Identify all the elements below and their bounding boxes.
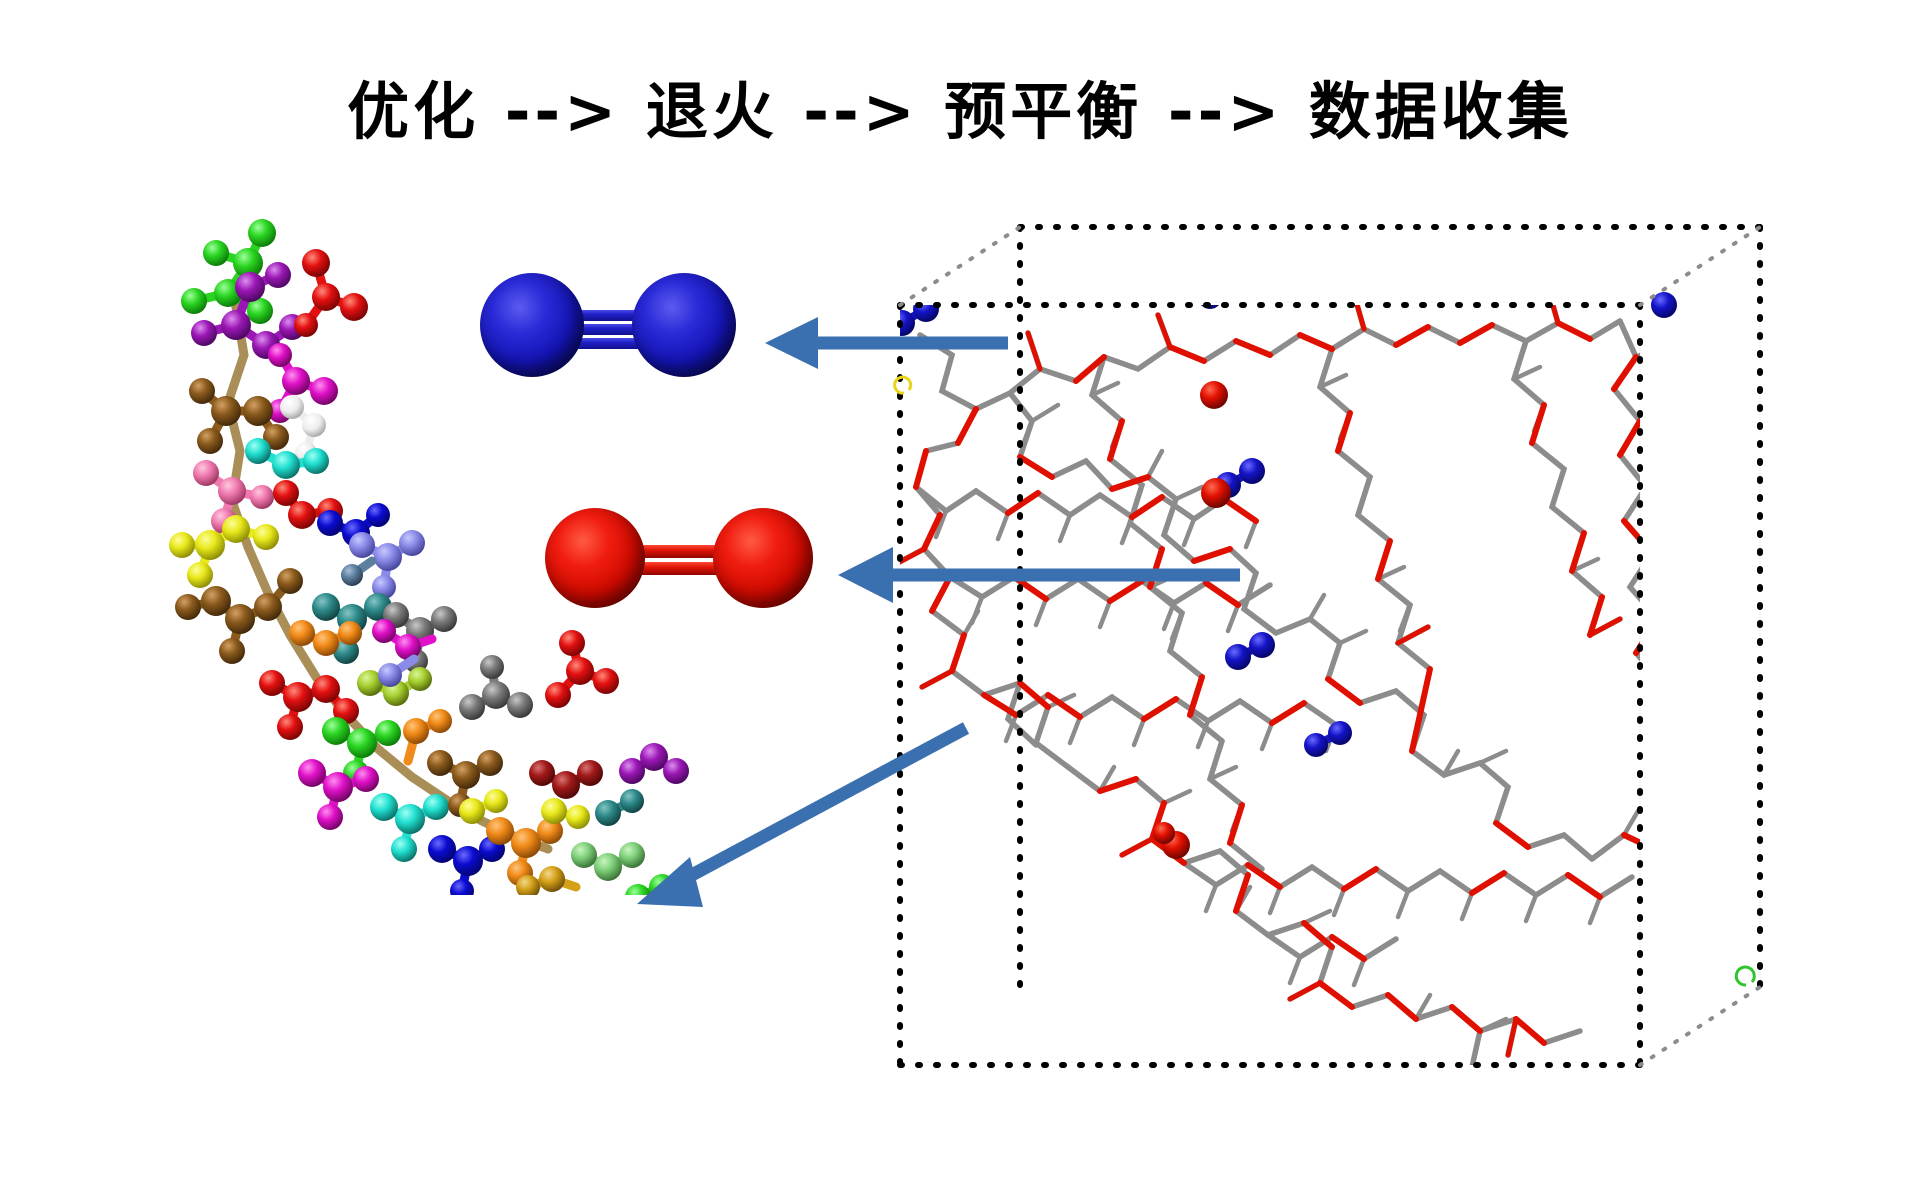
simulation-cell-outline — [897, 224, 1763, 1068]
cell-n2-molecule-edge — [1651, 292, 1677, 318]
cell-n2-molecule — [1016, 257, 1064, 295]
cell-o2-molecule — [1201, 478, 1231, 508]
oxygen-atom — [713, 508, 813, 608]
page-title: 优化 --> 退火 --> 预平衡 --> 数据收集 — [347, 75, 1573, 148]
cell-n2-molecule — [1304, 721, 1352, 757]
cell-o2-molecule — [1153, 822, 1175, 844]
cell-o2-molecule — [1164, 253, 1192, 281]
peptide-chain-model — [169, 219, 689, 895]
cell-n2-molecule — [1225, 632, 1275, 670]
periodic-simulation-cell — [893, 224, 1763, 1068]
cell-highlight-marker — [893, 375, 913, 395]
oxygen-molecule — [545, 505, 815, 610]
oxygen-atom — [545, 508, 645, 608]
cell-n2-molecule — [900, 305, 939, 336]
peptide-residues — [169, 219, 689, 895]
nitrogen-atom — [632, 273, 736, 377]
nitrogen-atom — [480, 273, 584, 377]
simulation-cell-perspective-edges — [898, 225, 1762, 1067]
cell-o2-molecule — [1200, 381, 1228, 409]
cell-corner-marker — [1734, 965, 1756, 987]
nitrogen-molecule — [480, 270, 740, 380]
